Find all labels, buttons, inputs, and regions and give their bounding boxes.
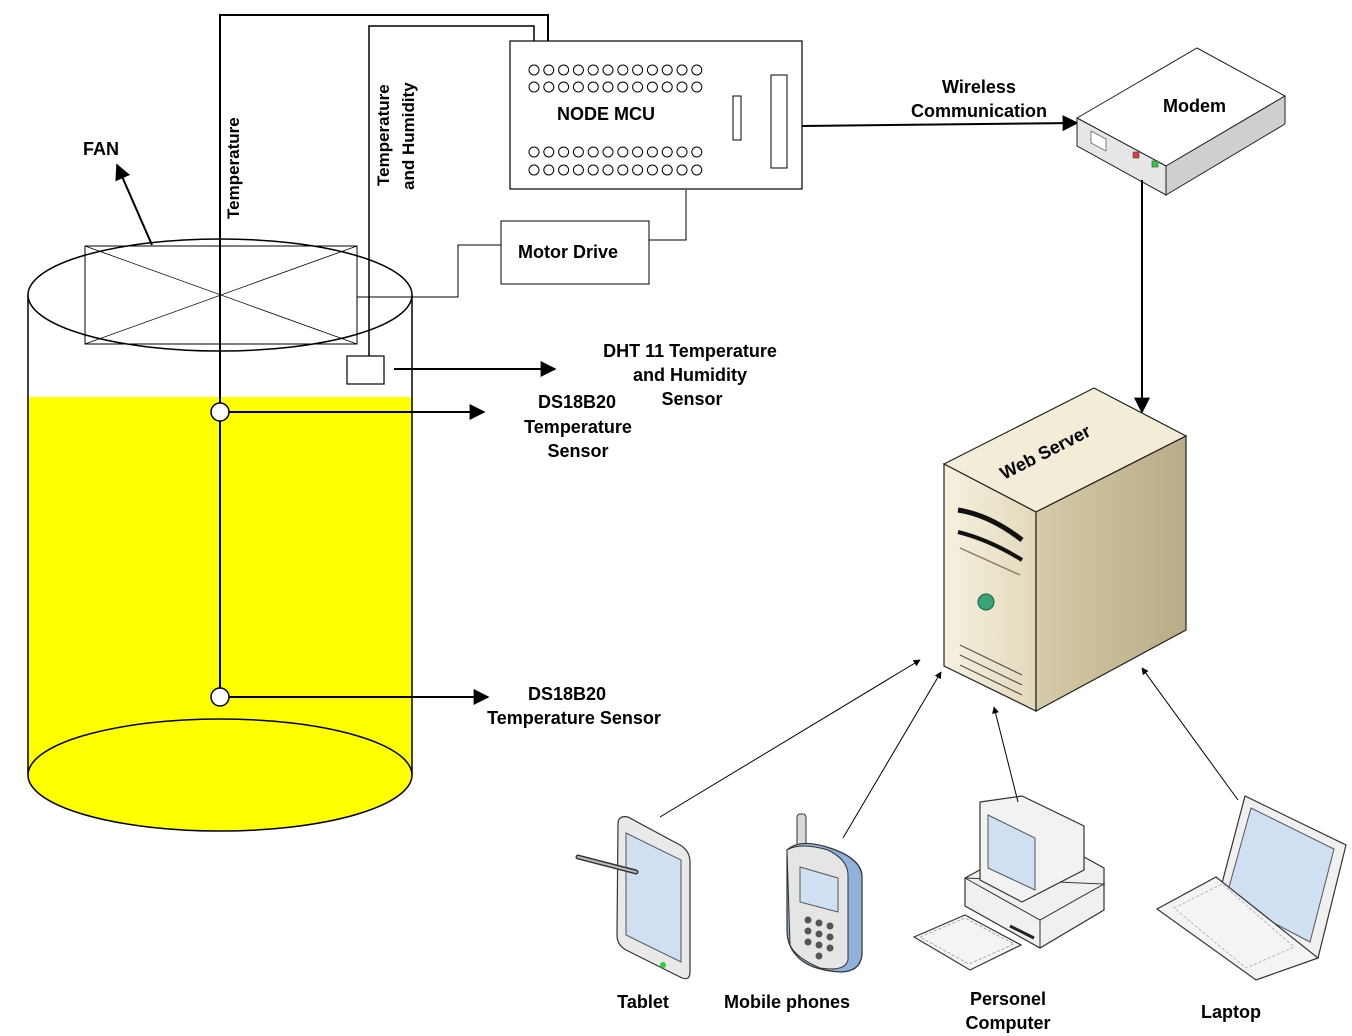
mcu-pin bbox=[691, 146, 703, 158]
mcu-pin bbox=[543, 64, 555, 76]
tablet-label: Tablet bbox=[617, 992, 669, 1012]
mcu-pin bbox=[676, 81, 688, 93]
mcu-pin bbox=[646, 64, 658, 76]
mcu-pin bbox=[602, 81, 614, 93]
mcu-pin bbox=[572, 81, 584, 93]
mobile-phone-icon bbox=[786, 813, 863, 973]
mcu-pin bbox=[528, 64, 540, 76]
laptop-to-server-arrow bbox=[1141, 667, 1239, 801]
wireless-link-arrow bbox=[801, 115, 1079, 132]
mcu-pin bbox=[646, 164, 658, 176]
mcu-pin bbox=[528, 164, 540, 176]
mcu-large-slot bbox=[770, 74, 788, 169]
mcu-pin bbox=[543, 81, 555, 93]
fan-label: FAN bbox=[83, 139, 119, 159]
mcu-pin bbox=[646, 81, 658, 93]
mcu-pin bbox=[632, 64, 644, 76]
ds18b20-bottom-probe bbox=[210, 687, 230, 707]
ds18b20-bottom-label-1: DS18B20 bbox=[528, 684, 606, 704]
mcu-pin bbox=[691, 64, 703, 76]
dht11-label-3: Sensor bbox=[661, 389, 722, 409]
ds18b20-top-label-3: Sensor bbox=[547, 441, 608, 461]
ds18b20-top-probe bbox=[210, 402, 230, 422]
modem-icon bbox=[1075, 47, 1287, 196]
mcu-small-slot bbox=[732, 95, 742, 141]
personal-computer-label-1: Personel bbox=[970, 989, 1046, 1009]
motor-drive-label: Motor Drive bbox=[518, 242, 618, 262]
mcu-pin bbox=[661, 81, 673, 93]
mcu-pin bbox=[646, 146, 658, 158]
mobile-to-server-arrow bbox=[842, 671, 942, 839]
mcu-pin-headers bbox=[528, 64, 703, 176]
motor-drive-box bbox=[500, 220, 650, 285]
mcu-pin bbox=[617, 164, 629, 176]
mcu-pin bbox=[676, 164, 688, 176]
ds18b20-bottom-label-2: Temperature Sensor bbox=[487, 708, 661, 728]
fan-arrow bbox=[115, 163, 153, 246]
mcu-pin bbox=[661, 146, 673, 158]
mcu-pin bbox=[691, 81, 703, 93]
mcu-pin bbox=[528, 146, 540, 158]
mcu-pin bbox=[676, 146, 688, 158]
mcu-pin bbox=[661, 164, 673, 176]
mcu-pin bbox=[543, 146, 555, 158]
temperature-wire-label: Temperature bbox=[224, 117, 243, 219]
mcu-pin bbox=[572, 164, 584, 176]
dht11-sensor bbox=[346, 355, 385, 385]
node-mcu-label: NODE MCU bbox=[557, 104, 655, 124]
personal-computer-icon bbox=[912, 795, 1106, 971]
mcu-pin bbox=[558, 164, 570, 176]
mcu-pin bbox=[602, 164, 614, 176]
mcu-pin bbox=[676, 64, 688, 76]
mcu-pin bbox=[558, 81, 570, 93]
mcu-pin bbox=[632, 81, 644, 93]
mcu-pin bbox=[617, 146, 629, 158]
tank-bottom bbox=[27, 718, 413, 832]
mcu-pin bbox=[691, 164, 703, 176]
dht11-label-2: and Humidity bbox=[633, 365, 747, 385]
temp-humidity-wire-label-1: Temperature bbox=[374, 84, 393, 186]
motor-to-mcu-wire bbox=[649, 190, 687, 241]
mcu-pin bbox=[528, 81, 540, 93]
mcu-pin bbox=[617, 64, 629, 76]
ds18b20-top-label-2: Temperature bbox=[524, 417, 632, 437]
mcu-pin bbox=[558, 146, 570, 158]
temperature-wire bbox=[210, 14, 549, 707]
dht11-label-1: DHT 11 Temperature bbox=[603, 341, 777, 361]
mcu-pin bbox=[632, 164, 644, 176]
modem-label: Modem bbox=[1163, 96, 1226, 116]
mcu-pin bbox=[587, 64, 599, 76]
laptop-label: Laptop bbox=[1201, 1002, 1261, 1022]
mobile-phones-label: Mobile phones bbox=[724, 992, 850, 1012]
fan-to-motor-wire bbox=[357, 244, 501, 298]
mcu-pin bbox=[602, 146, 614, 158]
mcu-pin bbox=[587, 146, 599, 158]
mcu-pin bbox=[617, 81, 629, 93]
mcu-pin bbox=[543, 164, 555, 176]
ds18b20-top-label-1: DS18B20 bbox=[538, 392, 616, 412]
phone-keypad bbox=[804, 916, 834, 960]
pc-to-server-arrow bbox=[992, 706, 1019, 803]
web-server-icon bbox=[942, 387, 1188, 713]
mcu-pin bbox=[587, 81, 599, 93]
mcu-pin bbox=[558, 64, 570, 76]
mcu-pin bbox=[602, 64, 614, 76]
mcu-pin bbox=[632, 146, 644, 158]
laptop-icon bbox=[1155, 795, 1347, 981]
wireless-label-2: Communication bbox=[911, 101, 1047, 121]
tablet-to-server-arrow bbox=[659, 659, 921, 818]
mcu-pin bbox=[661, 64, 673, 76]
mcu-pin bbox=[572, 64, 584, 76]
personal-computer-label-2: Computer bbox=[966, 1013, 1051, 1033]
temp-humidity-wire-label-2: and Humidity bbox=[399, 82, 418, 190]
mcu-pin bbox=[572, 146, 584, 158]
mcu-pin bbox=[587, 164, 599, 176]
tablet-icon bbox=[575, 816, 691, 980]
wireless-label-1: Wireless bbox=[942, 77, 1016, 97]
node-mcu-board bbox=[509, 40, 803, 190]
